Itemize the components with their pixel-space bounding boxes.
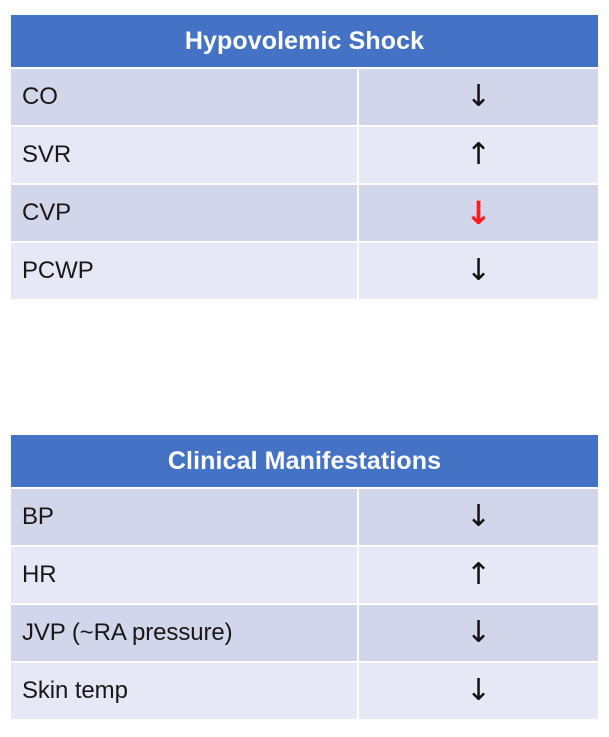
- finding-label-jvp: JVP (~RA pressure): [22, 619, 233, 646]
- arrow-up-icon: ↑: [357, 127, 598, 183]
- arrow-down-icon: ↓: [357, 69, 598, 125]
- table-row: BP ↓: [11, 487, 598, 545]
- clinical-manifestations-table: Clinical Manifestations BP ↓ HR ↑ JVP (~…: [11, 435, 598, 719]
- table-row: Skin temp ↓: [11, 661, 598, 719]
- table-row: CVP ↓: [11, 183, 598, 241]
- parameter-label-co: CO: [22, 83, 58, 110]
- table-row: CO ↓: [11, 67, 598, 125]
- arrow-down-icon: ↓: [357, 605, 598, 661]
- parameter-label-pcwp: PCWP: [22, 257, 94, 284]
- table-row: SVR ↑: [11, 125, 598, 183]
- arrow-down-icon-highlighted: ↓: [357, 185, 598, 241]
- table-row: PCWP ↓: [11, 241, 598, 299]
- hemodynamic-parameters-table: Hypovolemic Shock CO ↓ SVR ↑ CVP ↓ PCWP …: [11, 15, 598, 299]
- finding-label-hr: HR: [22, 561, 57, 588]
- table-header-clinical-manifestations: Clinical Manifestations: [11, 435, 598, 487]
- finding-label-bp: BP: [22, 503, 54, 530]
- parameter-label-cvp: CVP: [22, 199, 72, 226]
- finding-label-skin-temp: Skin temp: [22, 677, 128, 704]
- arrow-down-icon: ↓: [357, 489, 598, 545]
- arrow-up-icon: ↑: [357, 547, 598, 603]
- arrow-down-icon: ↓: [357, 243, 598, 299]
- table-row: HR ↑: [11, 545, 598, 603]
- parameter-label-svr: SVR: [22, 141, 72, 168]
- arrow-down-icon: ↓: [357, 663, 598, 719]
- table-row: JVP (~RA pressure) ↓: [11, 603, 598, 661]
- table-header-hypovolemic-shock: Hypovolemic Shock: [11, 15, 598, 67]
